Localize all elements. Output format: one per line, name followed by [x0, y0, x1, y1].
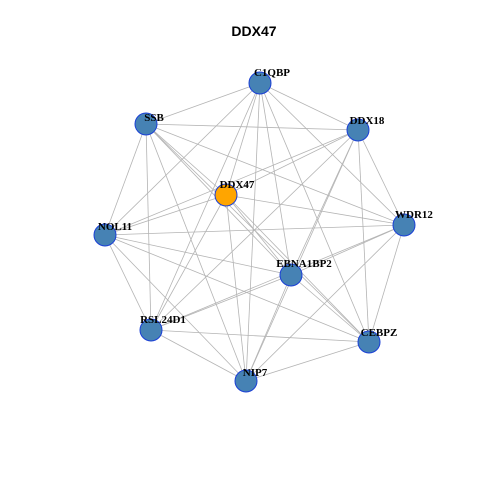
edge-wdr12-rsl24d1 [150, 224, 405, 331]
node-label-c1qbp: C1QBP [254, 67, 290, 79]
edge-c1qbp-nol11 [104, 82, 261, 236]
edge-c1qbp-cebpz [259, 82, 370, 343]
edge-ddx47-wdr12 [225, 194, 405, 226]
edge-nol11-ebna1bp2 [104, 234, 292, 276]
edge-ssb-wdr12 [145, 123, 405, 226]
edge-ssb-rsl24d1 [145, 123, 152, 331]
edge-ssb-ddx47 [145, 123, 227, 196]
node-circle-wdr12 [392, 213, 416, 237]
edge-rsl24d1-cebpz [150, 329, 370, 343]
edge-ebna1bp2-rsl24d1 [150, 274, 292, 331]
node-nol11: NOL11 [93, 221, 132, 247]
edge-nol11-cebpz [104, 234, 370, 343]
edge-ssb-nol11 [104, 123, 147, 236]
edge-c1qbp-rsl24d1 [150, 82, 261, 331]
edge-ebna1bp2-cebpz [290, 274, 370, 343]
edge-wdr12-cebpz [368, 224, 405, 343]
node-cebpz: CEBPZ [357, 327, 398, 354]
node-label-ebna1bp2: EBNA1BP2 [276, 258, 332, 270]
edge-rsl24d1-nip7 [150, 329, 247, 382]
node-c1qbp: C1QBP [248, 67, 290, 95]
edge-ddx18-wdr12 [357, 129, 405, 226]
node-label-rsl24d1: RSL24D1 [140, 314, 186, 326]
edge-ddx47-ebna1bp2 [225, 194, 292, 276]
edge-c1qbp-ssb [145, 82, 261, 125]
node-label-cebpz: CEBPZ [361, 327, 398, 339]
edge-ssb-ddx18 [145, 123, 359, 131]
node-label-ddx47: DDX47 [220, 179, 255, 191]
node-label-wdr12: WDR12 [395, 209, 433, 221]
edge-ddx18-ddx47 [225, 129, 359, 196]
node-label-nip7: NIP7 [243, 367, 268, 379]
node-rsl24d1: RSL24D1 [139, 314, 186, 342]
edge-wdr12-nol11 [104, 224, 405, 236]
edge-cebpz-nip7 [245, 341, 370, 382]
node-wdr12: WDR12 [392, 209, 433, 237]
edge-c1qbp-ebna1bp2 [259, 82, 292, 276]
edge-ssb-nip7 [145, 123, 247, 382]
edge-ddx18-cebpz [357, 129, 370, 343]
node-circle-cebpz [357, 330, 381, 354]
edge-c1qbp-ddx18 [259, 82, 359, 131]
graph-title: DDX47 [231, 23, 276, 39]
node-circle-ssb [134, 112, 158, 136]
node-nip7: NIP7 [234, 367, 268, 393]
edge-ssb-cebpz [145, 123, 370, 343]
edge-wdr12-nip7 [245, 224, 405, 382]
edge-ddx47-nol11 [104, 194, 227, 236]
edge-nol11-nip7 [104, 234, 247, 382]
edge-c1qbp-wdr12 [259, 82, 405, 226]
node-circle-c1qbp [248, 71, 272, 95]
edge-ebna1bp2-nip7 [245, 274, 292, 382]
node-circle-ebna1bp2 [279, 263, 303, 287]
edge-c1qbp-ddx47 [225, 82, 261, 196]
node-circle-ddx47 [214, 183, 238, 207]
node-ssb: SSB [134, 112, 164, 136]
node-circle-ddx18 [346, 118, 370, 142]
node-circle-rsl24d1 [139, 318, 163, 342]
node-ddx47: DDX47 [214, 179, 255, 207]
node-ebna1bp2: EBNA1BP2 [276, 258, 332, 287]
node-ddx18: DDX18 [346, 115, 385, 142]
edge-nol11-rsl24d1 [104, 234, 152, 331]
node-circle-nip7 [234, 369, 258, 393]
edge-ddx47-rsl24d1 [150, 194, 227, 331]
node-circle-nol11 [93, 223, 117, 247]
node-label-nol11: NOL11 [98, 221, 132, 233]
edge-wdr12-ebna1bp2 [290, 224, 405, 276]
node-label-ddx18: DDX18 [350, 115, 385, 127]
node-layer: C1QBP SSB DDX18DDX47WDR12NOL11EBNA1BP2RSL2… [93, 67, 433, 393]
node-label-ssb: SSB [144, 112, 164, 124]
edge-ddx18-nip7 [245, 129, 359, 382]
edge-ddx18-nol11 [104, 129, 359, 236]
